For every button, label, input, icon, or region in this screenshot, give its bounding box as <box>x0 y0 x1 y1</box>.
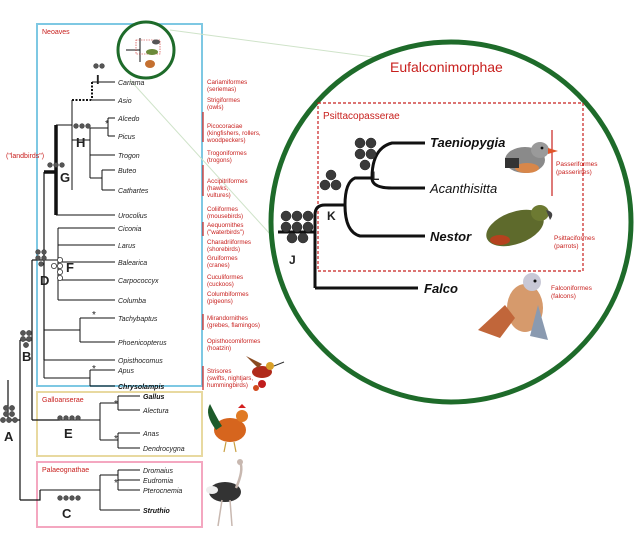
taxon-label: Phoenicopterus <box>118 340 167 347</box>
order-psittaciformes: Psittaciformes(parrots) <box>554 235 596 250</box>
galloanserae-label: Galloanserae <box>42 397 84 404</box>
taxon-label: Dendrocygna <box>143 446 185 453</box>
taxon-label: Eudromia <box>143 478 173 485</box>
psittacopasserae-box <box>317 102 584 272</box>
order-accipitriformes: Accipitriformes(hawks,vultures) <box>207 178 248 199</box>
svg-text:*: * <box>114 478 118 489</box>
order-labels: Cariamiformes(seriemas) Strigiformes(owl… <box>206 79 261 389</box>
order-columbiformes: Columbiformes(pigeons) <box>207 291 249 305</box>
taxon-label: Alectura <box>142 408 169 415</box>
galloanserae-branches <box>60 395 140 449</box>
svg-text:*: * <box>92 364 96 375</box>
asterisks: * * * * * * <box>92 119 118 489</box>
order-coliiformes: Coliiformes(mousebirds) <box>207 206 243 220</box>
taxon-label: Cariama <box>118 80 145 87</box>
taxon-label: Urocolius <box>118 213 148 220</box>
node-dots <box>0 63 105 501</box>
palaeognathae-box <box>36 461 203 528</box>
order-charadriiformes: Charadriiformes(shorebirds) <box>207 239 251 253</box>
node-label-i: I <box>96 72 100 87</box>
node-label-h: H <box>76 135 85 150</box>
taxon-label: Alcedo <box>117 116 140 123</box>
order-opisthocomiformes: Opisthocomiformes(hoatzin) <box>207 338 260 352</box>
taxon-label: Pterocnemia <box>143 488 182 495</box>
ostrich-illustration <box>206 459 243 527</box>
zebra-finch-illustration <box>505 142 558 173</box>
node-label-f: F <box>66 260 74 275</box>
taxon-label: Columba <box>118 298 146 305</box>
taxon-label: Apus <box>117 368 134 375</box>
taxon-label: Larus <box>118 243 136 250</box>
order-picocoraciae: Picocoraciae(kingfishers, rollers,woodpe… <box>206 123 261 144</box>
inset-title: Eufalconimorphae <box>390 59 503 75</box>
taxa-labels: Cariama Asio Alcedo Picus Trogon Buteo C… <box>117 80 185 515</box>
svg-text:*: * <box>114 434 118 445</box>
order-trogoniformes: Trogoniformes(trogons) <box>207 150 247 164</box>
taxon-label: Trogon <box>118 153 140 160</box>
taxon-label: Asio <box>117 98 132 105</box>
taxon-label: Tachybaptus <box>118 316 158 323</box>
order-cariamiformes: Cariamiformes(seriemas) <box>207 79 247 93</box>
large-inset-circle <box>268 39 634 405</box>
taxon-label: Gallus <box>143 394 165 401</box>
psittacopasserae-label: Psittacopasserae <box>323 111 400 122</box>
kea-illustration <box>486 205 553 247</box>
galloanserae-box <box>36 391 203 457</box>
taxon-label: Buteo <box>118 168 136 175</box>
taxon-label: Balearica <box>118 260 147 267</box>
node-label-g: G <box>60 170 70 185</box>
inset-taxon-falco: Falco <box>424 281 458 296</box>
inset-node-dots <box>280 137 377 244</box>
landbirds-label: ("landbirds") <box>6 153 44 160</box>
node-label-c: C <box>62 506 72 521</box>
taxon-label: Ciconia <box>118 226 141 233</box>
node-label-d: D <box>40 273 49 288</box>
hummingbird-illustration <box>246 356 285 391</box>
palaeognathae-branches <box>40 469 140 511</box>
svg-text:*: * <box>92 310 96 321</box>
order-cuculiformes: Cuculiformes(cuckoos) <box>207 274 243 288</box>
taxon-label: Carpococcyx <box>118 278 159 285</box>
order-passeriformes: Passeriformes(passerines) <box>556 161 598 176</box>
main-tree-branches <box>7 125 60 501</box>
order-aequornithes: Aequornithes("waterbirds") <box>207 222 244 236</box>
taxon-label: Dromaius <box>143 468 173 475</box>
taxon-label: Struthio <box>143 508 171 515</box>
inset-node-l: L <box>372 169 379 183</box>
order-mirandornithes: Mirandornithes(grebes, flamingos) <box>207 315 260 329</box>
rooster-illustration <box>208 404 248 453</box>
order-strigiformes: Strigiformes(owls) <box>207 97 240 111</box>
neoaves-box <box>36 23 203 387</box>
small-inset-circle <box>116 20 176 80</box>
taxon-label: Anas <box>142 431 159 438</box>
order-strisores: Strisores(swifts, nightjars,hummingbirds… <box>207 368 253 389</box>
node-label-b: B <box>22 349 31 364</box>
inset-taxon-taeniopygia: Taeniopygia <box>430 135 505 150</box>
svg-text:*: * <box>114 399 118 410</box>
taxon-label: Picus <box>118 134 136 141</box>
palaeognathae-label: Palaeognathae <box>42 467 89 474</box>
node-f-open-dots <box>51 256 64 281</box>
inset-taxon-nestor: Nestor <box>430 229 472 244</box>
node-label-a: A <box>4 429 14 444</box>
order-falconiformes: Falconiformes(falcons) <box>551 285 593 300</box>
inset-node-k: K <box>327 209 336 223</box>
node-label-e: E <box>64 426 73 441</box>
inset-node-j: J <box>289 253 296 267</box>
order-gruiformes: Gruiformes(cranes) <box>207 255 238 269</box>
taxon-label: Chrysolampis <box>118 384 164 391</box>
svg-text:*: * <box>105 119 109 130</box>
inset-taxon-acanthisitta: Acanthisitta <box>429 181 497 196</box>
kestrel-illustration <box>478 273 548 340</box>
taxon-label: Cathartes <box>118 188 149 195</box>
neoaves-label: Neoaves <box>42 29 70 36</box>
taxon-label: Opisthocomus <box>118 358 163 365</box>
